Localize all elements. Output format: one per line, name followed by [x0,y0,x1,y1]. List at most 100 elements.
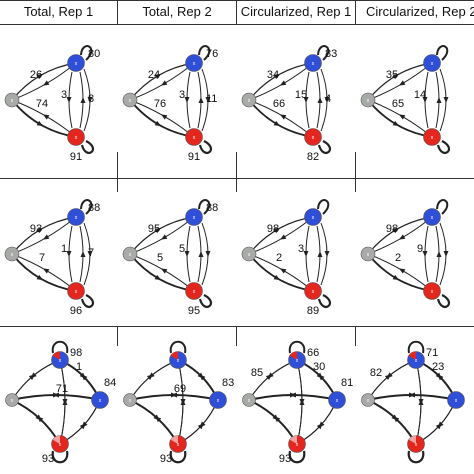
edge-blue-to-red-arrowhead [303,251,309,257]
top-edge-label: 1 [76,361,82,373]
edge-5 [129,399,179,445]
center-label: 71 [56,383,68,395]
red-self-label: 91 [188,151,200,163]
gray-red-label: 66 [273,98,285,110]
blue-node-label: x [75,61,78,67]
header-top-rule [0,0,474,1]
blue-node [185,208,203,226]
column-separator-2c [236,178,237,192]
edge-9-arrowhead [62,399,68,405]
inner-right-label: 7 [88,247,94,259]
edge-red-to-blue-arrowhead [198,97,204,103]
gray-node-label: x [248,252,251,258]
gray-node [361,393,375,407]
red-self-loop [198,140,212,154]
blue-node [304,208,322,226]
blue-self-label: 83 [325,48,337,60]
inner-right-label: 11 [206,93,217,105]
edge-9-arrowhead [180,399,186,405]
inner-right-label: 8 [88,93,94,105]
bottom-node-pie-slice [289,435,297,444]
edge-3-arrowhead [290,392,296,398]
edge-red-to-blue-arrowhead [436,251,442,257]
red-node-label: x [75,289,78,295]
inner-right-label: 4 [325,93,331,105]
top-self-label: 71 [426,347,438,359]
bottom-self-loop [51,450,69,464]
red-self-label: 91 [70,151,82,163]
edge-blue-red-outer-arrowhead [324,251,330,257]
edge-blue-to-gray-arrowhead [279,80,287,86]
top-node-label: x [177,358,180,364]
bottom-self-loop [169,450,187,464]
edge-5-arrowhead [37,416,44,423]
red-node-label: x [312,135,315,141]
edge-3-arrowhead [53,392,59,398]
top-node-pie-slice [408,351,416,360]
gray-node [4,92,20,108]
blue-self-loop [198,199,211,215]
edge-blue-to-gray-arrowhead [279,234,287,240]
red-node [304,128,322,146]
bottom-self-label: 93 [279,453,291,465]
inner-left-label: 5 [179,243,185,255]
gray-node [122,92,138,108]
right-node [328,391,346,409]
gray-node-label: x [11,252,14,258]
gray-node [4,246,20,262]
right-node-label: x [336,398,339,404]
edge-5 [248,399,298,445]
gray-node-label: x [248,98,251,104]
blue-node [423,208,441,226]
gray-red-label: 2 [395,252,401,264]
edge-11 [415,399,457,445]
edge-9-arrowhead [418,399,424,405]
top-self-loop [407,340,425,354]
gray-node [5,393,19,407]
right-node-label: x [455,398,458,404]
bottom-self-loop [288,450,306,464]
top-self-label: 98 [70,347,82,359]
inner-left-label: 9 [417,243,423,255]
row-separator-1 [0,178,474,179]
blue-node-label: x [431,61,434,67]
edge-blue-red-outer-arrowhead [443,251,449,257]
edge-10 [415,399,457,445]
edge-11 [296,399,338,445]
bottom-node-label: x [415,442,418,448]
edge-blue-to-red-arrowhead [66,97,72,103]
gray-blue-label: 34 [267,69,279,81]
edge-5 [367,399,417,445]
edge-blue-to-red-arrowhead [303,97,309,103]
edge-gray-to-blue-arrowhead [154,227,162,234]
gray-node [241,246,257,262]
right-edge-label: 84 [104,377,116,389]
column-header-1: Total, Rep 1 [23,4,94,19]
top-self-loop [288,340,306,354]
blue-node [423,54,441,72]
red-self-label: 82 [307,151,319,163]
red-node-label: x [193,135,196,141]
edge-10 [296,399,338,445]
red-node-label: x [431,135,434,141]
gray-node-label: x [248,398,251,404]
edge-10 [177,399,219,445]
top-edge-label: 30 [313,361,325,373]
edge-blue-to-gray-arrowhead [160,234,168,240]
edge-11 [59,399,101,445]
red-node [423,128,441,146]
gray-node [241,92,257,108]
right-node [447,391,465,409]
edge-1-arrowhead [148,372,155,379]
top-node-pie-slice [289,351,297,360]
blue-node-label: x [312,215,315,221]
edge-0 [367,359,417,401]
edge-blue-red-outer-arrowhead [443,97,449,103]
edge-10 [59,399,101,445]
gray-blue-label: 35 [386,69,398,81]
blue-self-label: 88 [206,202,218,214]
edge-1 [129,359,179,401]
column-separator-1d [117,326,118,346]
